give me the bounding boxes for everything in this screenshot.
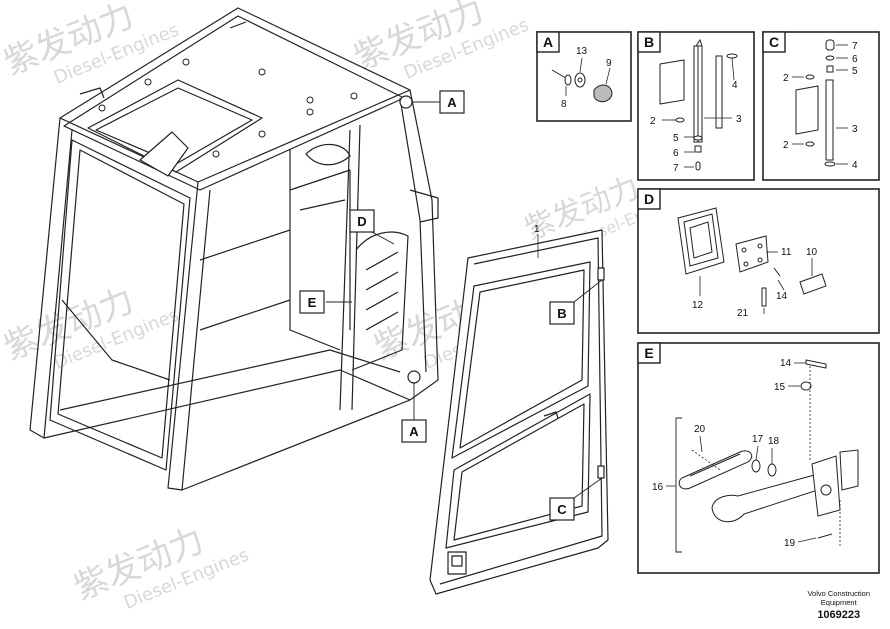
panel-b-letter: B <box>644 34 654 50</box>
callout-e-label: E <box>308 295 317 310</box>
rubber-stop-bottom <box>407 370 421 384</box>
callout-a-top: A <box>412 90 465 114</box>
callout-c-label: C <box>557 502 567 517</box>
illustration-number: 1069223 <box>817 609 861 621</box>
footer: Volvo Construction Equipment 1069223 <box>807 589 870 621</box>
panel-d-part: 11 <box>781 247 792 258</box>
panel-c-part: 2 <box>783 140 789 151</box>
panel-b-part: 3 <box>736 114 742 125</box>
panel-d-part: 10 <box>806 247 818 258</box>
panel-e-part: 20 <box>694 424 706 435</box>
panel-c-letter: C <box>769 34 779 50</box>
panel-b-part: 6 <box>673 148 679 159</box>
panel-c-part: 2 <box>783 73 789 84</box>
panel-a-part: 13 <box>576 46 588 57</box>
watermark: 紫发动力 Diesel-Engines <box>0 280 182 373</box>
panel-a-letter: A <box>543 34 553 50</box>
panel-a-part: 9 <box>606 58 612 69</box>
panel-e-part: 14 <box>780 358 792 369</box>
watermark: 紫发动力 Diesel-Engines <box>68 520 252 613</box>
cab-frame <box>29 7 439 491</box>
panel-e-part: 17 <box>752 434 764 445</box>
cab-door <box>429 229 609 595</box>
panel-c-part: 7 <box>852 41 858 52</box>
callout-a-label: A <box>409 424 419 439</box>
callout-b-label: B <box>557 306 566 321</box>
footer-company-sub: Equipment <box>820 598 857 607</box>
panel-e-part: 16 <box>652 482 664 493</box>
panel-b-part: 2 <box>650 116 656 127</box>
panel-c-part: 6 <box>852 54 858 65</box>
callout-c: C <box>549 477 603 521</box>
detail-panel-e: E <box>637 342 880 574</box>
detail-panel-a: A 13 9 8 <box>536 31 632 122</box>
roof-bolts <box>98 58 358 158</box>
panel-d-letter: D <box>644 191 654 207</box>
panel-e-part: 18 <box>768 436 780 447</box>
callout-a-bottom: A <box>401 383 427 443</box>
detail-panel-d: D 11 10 14 12 21 <box>637 188 880 334</box>
panel-e-part: 15 <box>774 382 786 393</box>
panel-b-part: 5 <box>673 133 679 144</box>
callout-a-label: A <box>447 95 457 110</box>
callout-b: B <box>549 279 603 325</box>
callout-d-label: D <box>357 214 366 229</box>
panel-c-part: 3 <box>852 124 858 135</box>
panel-a-part: 8 <box>561 99 567 110</box>
panel-d-part: 21 <box>737 308 749 319</box>
panel-c-part: 4 <box>852 160 858 171</box>
panel-b-part: 7 <box>673 163 679 174</box>
callout-d: D <box>349 209 395 245</box>
panel-d-part: 14 <box>776 291 788 302</box>
detail-panel-c: C 7 6 5 2 3 2 4 <box>762 31 880 181</box>
door-part-number: 1 <box>534 224 540 235</box>
panel-c-part: 5 <box>852 66 858 77</box>
detail-panel-b: B 4 3 2 5 6 7 <box>637 31 755 181</box>
footer-company: Volvo Construction <box>807 589 870 598</box>
panel-e-letter: E <box>644 345 653 361</box>
rubber-stop-top <box>399 95 413 109</box>
panel-b-part: 4 <box>732 80 738 91</box>
panel-d-part: 12 <box>692 300 704 311</box>
callout-e: E <box>299 290 352 314</box>
panel-e-part: 19 <box>784 538 796 549</box>
